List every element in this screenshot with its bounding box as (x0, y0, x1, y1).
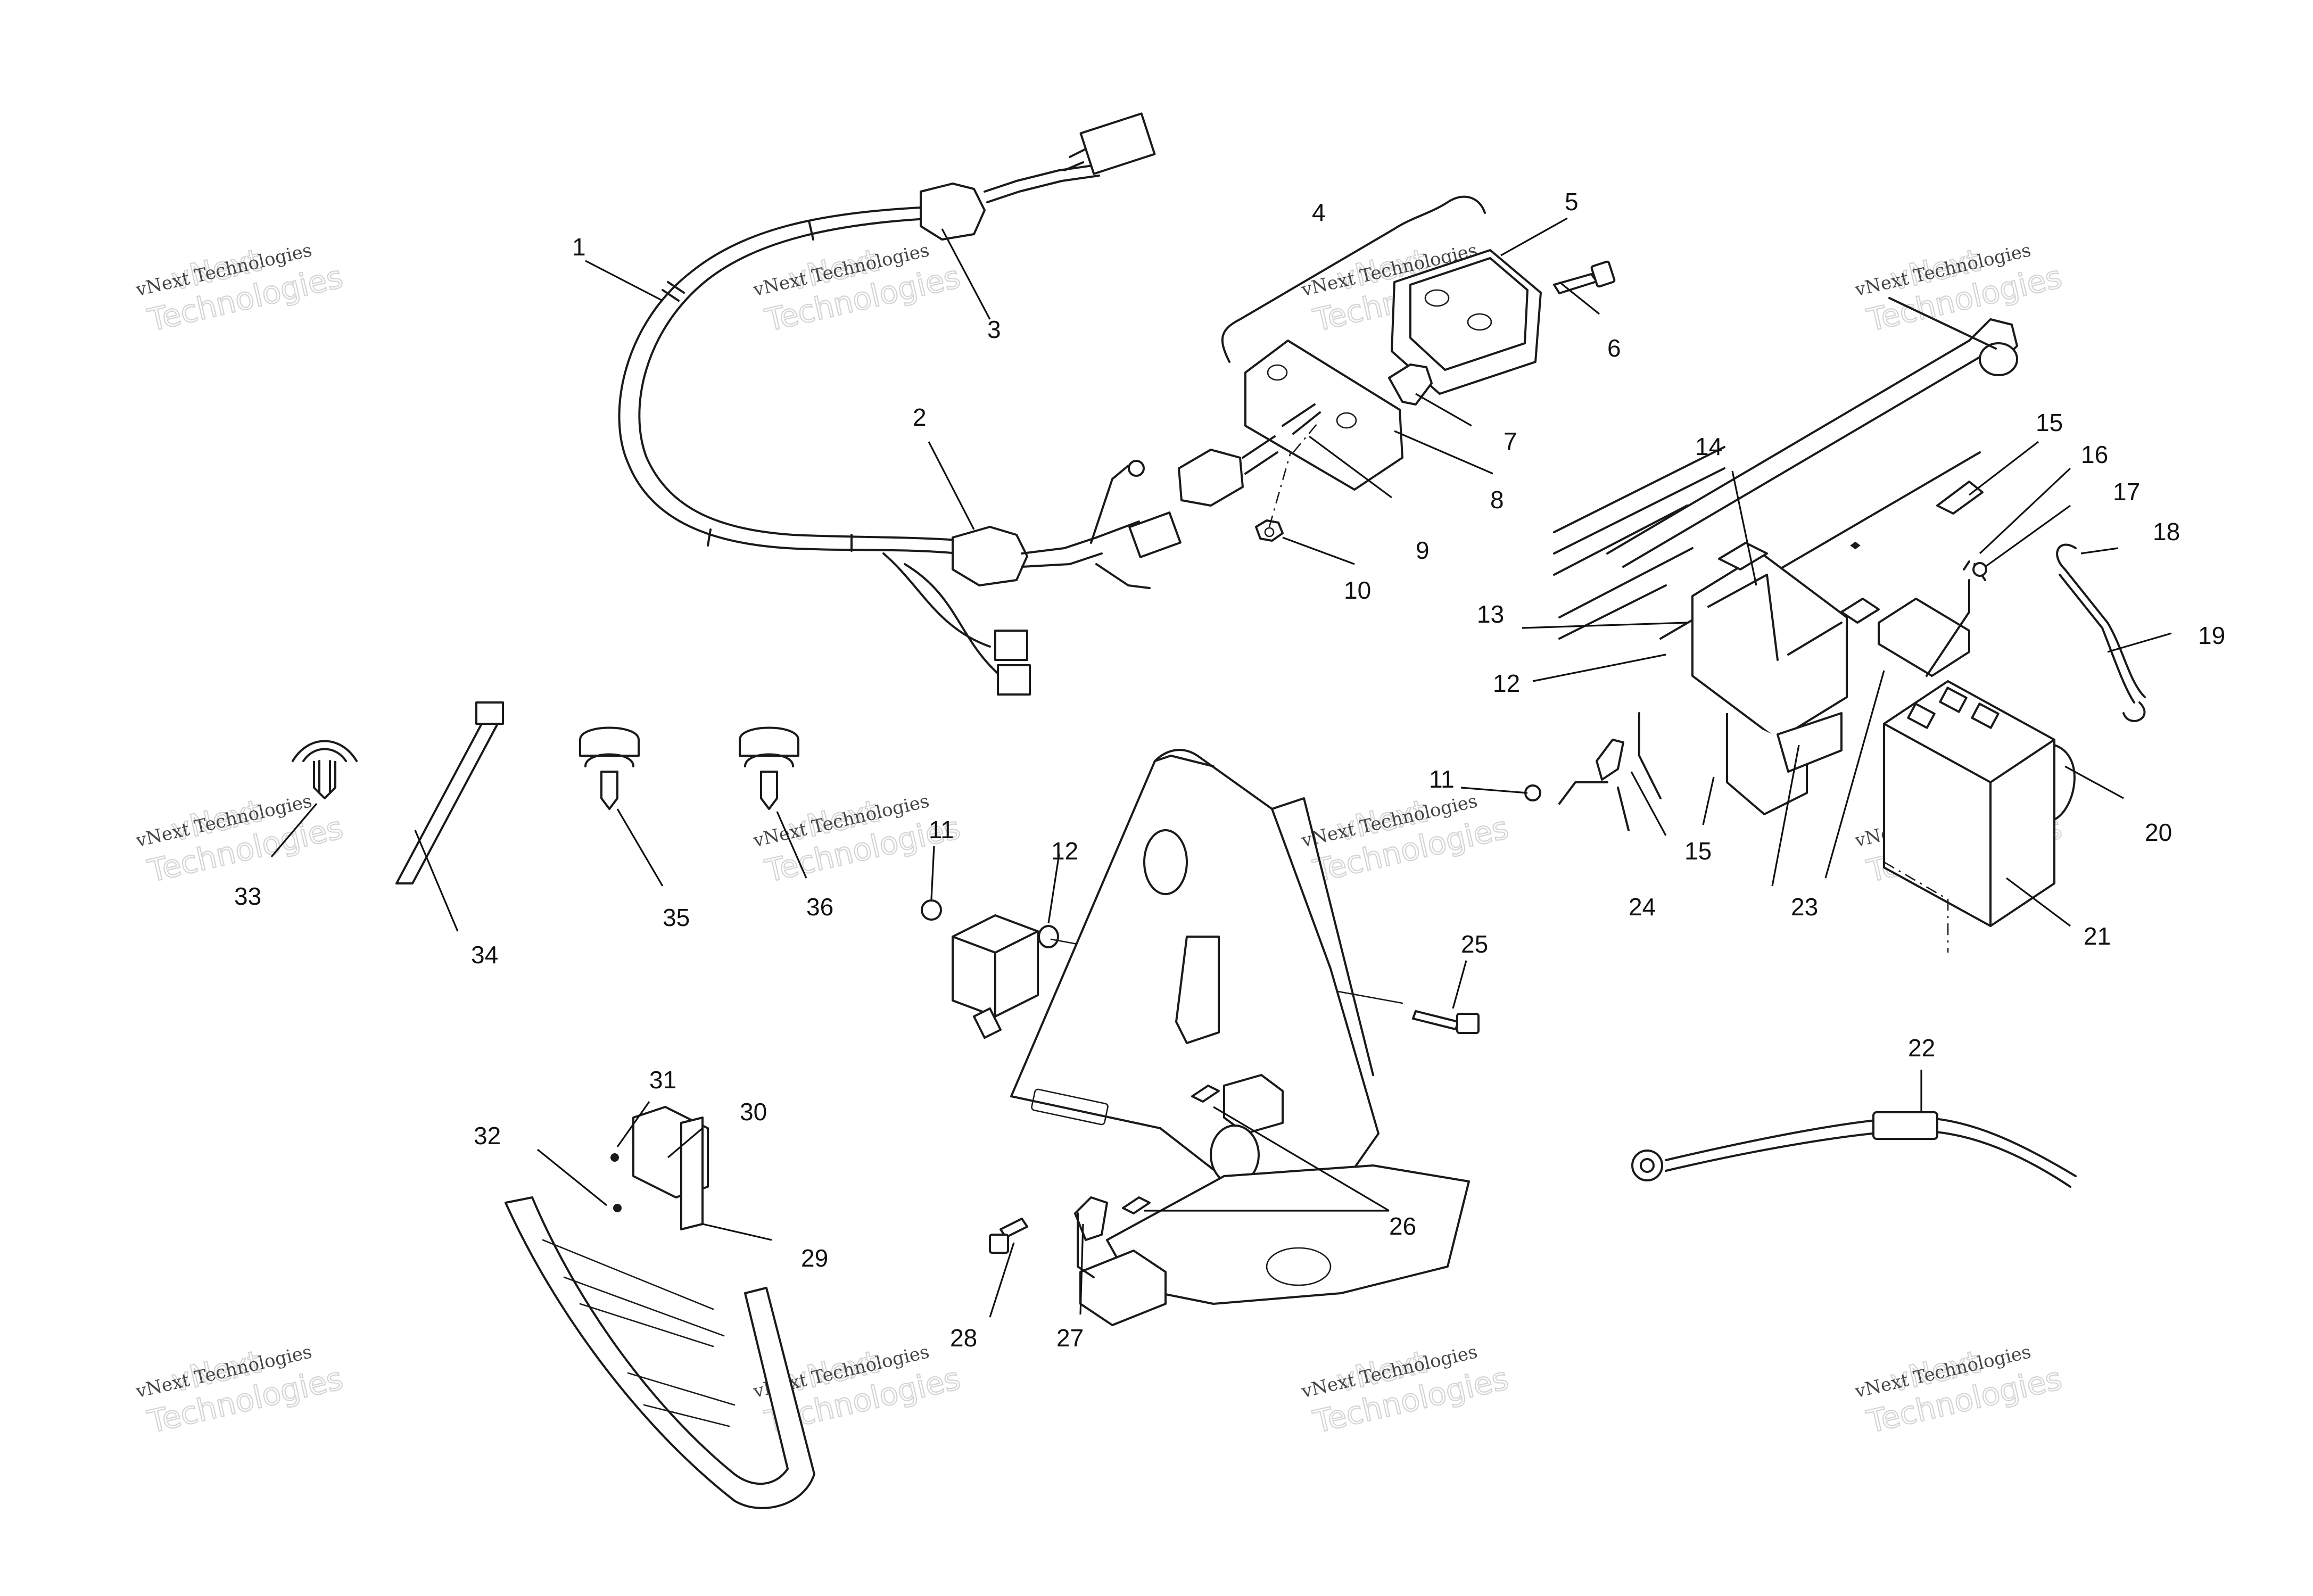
callout-1: 1 (572, 233, 586, 261)
callout-13: 13 (1477, 600, 1504, 628)
callout-23: 23 (1791, 893, 1818, 921)
callout-33: 33 (234, 882, 261, 910)
callout-17: 17 (2113, 478, 2140, 506)
callout-12-top: 12 (1493, 669, 1520, 697)
callout-labels: 1 2 3 4 5 6 7 8 9 10 11 12 13 14 15 24 2… (234, 188, 2225, 1352)
callout-14: 14 (1695, 433, 1722, 460)
callout-7: 7 (1504, 427, 1517, 455)
callout-16: 16 (2081, 441, 2108, 468)
watermark: vNext Technologies vNext Technologies (1299, 1341, 1513, 1441)
callout-6: 6 (1607, 334, 1621, 362)
callout-28: 28 (950, 1324, 977, 1352)
callout-26: 26 (1389, 1212, 1416, 1240)
watermark: vNext Technologies vNext Technologies (134, 790, 347, 890)
watermark: vNext Technologies vNext Technologies (1853, 239, 2066, 339)
callout-29: 29 (801, 1244, 828, 1272)
tail-light-assembly (1178, 195, 1616, 542)
callout-27: 27 (1056, 1324, 1084, 1352)
console-panel (921, 749, 1480, 1326)
watermark: vNext Technologies vNext Technologies (134, 1341, 347, 1441)
callout-34: 34 (471, 941, 498, 969)
callout-2: 2 (913, 403, 927, 431)
callout-11-top: 11 (1429, 765, 1455, 793)
fasteners (292, 701, 799, 884)
frame-and-battery-box (1524, 297, 2146, 1188)
callout-25: 25 (1461, 930, 1488, 958)
callout-20: 20 (2145, 818, 2172, 846)
callout-5: 5 (1565, 188, 1579, 216)
callout-3: 3 (987, 316, 1001, 343)
callout-4: 4 (1312, 199, 1326, 226)
callout-24: 24 (1629, 893, 1656, 921)
callout-15-b: 15 (2036, 409, 2063, 436)
callout-31: 31 (649, 1066, 676, 1094)
callout-36: 36 (806, 893, 833, 921)
watermarks: vNext Technologies vNext Technologies vN… (134, 239, 2066, 1441)
watermark: vNext Technologies vNext Technologies (1299, 790, 1513, 890)
leader-lines (270, 217, 2172, 1318)
watermark: vNext Technologies vNext Technologies (1853, 1341, 2066, 1441)
callout-9: 9 (1416, 536, 1430, 564)
callout-35: 35 (663, 904, 690, 931)
callout-21: 21 (2084, 922, 2111, 950)
callout-19: 19 (2198, 622, 2225, 649)
callout-18: 18 (2153, 518, 2180, 545)
callout-10: 10 (1344, 576, 1371, 604)
wiring-harness (618, 112, 1182, 696)
callout-8: 8 (1490, 486, 1504, 514)
callout-30: 30 (740, 1098, 767, 1126)
rear-guard (505, 1106, 815, 1509)
callout-22: 22 (1908, 1034, 1935, 1062)
callout-11-mid: 11 (929, 816, 954, 844)
callout-12-mid: 12 (1051, 837, 1078, 865)
watermark: vNext Technologies vNext Technologies (134, 239, 347, 339)
callout-32: 32 (474, 1122, 501, 1150)
callout-15-a: 15 (1684, 837, 1712, 865)
